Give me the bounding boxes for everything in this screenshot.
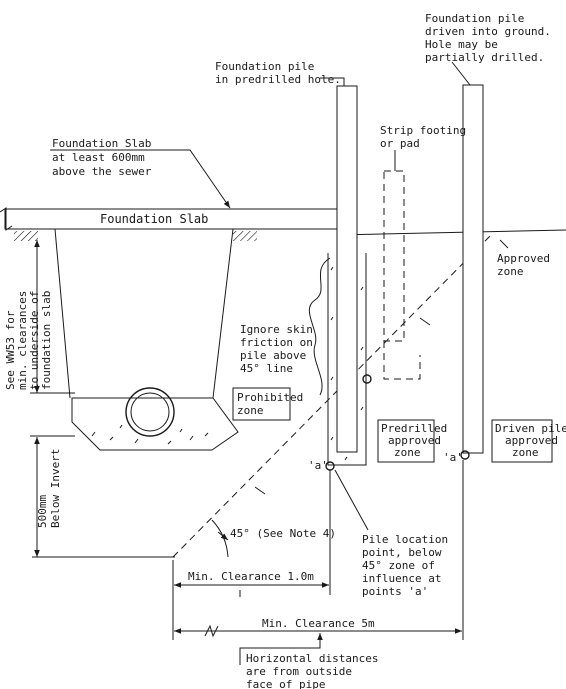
influence-tick-2 bbox=[419, 317, 431, 326]
svg-text:influence at: influence at bbox=[362, 572, 441, 585]
predrilled-pile bbox=[336, 85, 358, 453]
svg-text:45° zone of: 45° zone of bbox=[362, 559, 435, 572]
svg-text:Hole may be: Hole may be bbox=[425, 38, 498, 51]
label-approved-zone: Approved zone bbox=[497, 252, 550, 278]
influence-line-45 bbox=[172, 233, 493, 558]
grout-speckles bbox=[330, 266, 364, 461]
svg-text:Foundation pile: Foundation pile bbox=[425, 12, 524, 25]
svg-text:in predrilled hole.: in predrilled hole. bbox=[215, 73, 341, 86]
svg-text:driven into ground.: driven into ground. bbox=[425, 25, 551, 38]
svg-text:500mm: 500mm bbox=[36, 495, 49, 528]
label-below-invert: 500mm Below Invert bbox=[36, 449, 62, 528]
predrilled-approved-box bbox=[377, 419, 435, 463]
svg-text:foundation slab: foundation slab bbox=[40, 291, 53, 390]
svg-text:approved: approved bbox=[505, 434, 558, 447]
svg-text:zone: zone bbox=[394, 446, 421, 459]
label-predrilled-pile: Foundation pile in predrilled hole. bbox=[215, 60, 341, 86]
svg-text:min. clearances: min. clearances bbox=[16, 291, 29, 390]
svg-text:Foundation Slab: Foundation Slab bbox=[52, 137, 151, 150]
label-driven-pile: Foundation pile driven into ground. Hole… bbox=[425, 12, 551, 64]
svg-text:Strip footing: Strip footing bbox=[380, 124, 466, 137]
svg-text:Foundation pile: Foundation pile bbox=[215, 60, 314, 73]
svg-text:Approved: Approved bbox=[497, 252, 550, 265]
strip-footing-pad bbox=[383, 341, 421, 380]
svg-text:Pile location: Pile location bbox=[362, 533, 448, 546]
svg-text:Prohibited: Prohibited bbox=[237, 391, 303, 404]
slab-break-mark bbox=[0, 207, 13, 231]
sewer-pipe-inner bbox=[130, 392, 170, 432]
svg-text:Below Invert: Below Invert bbox=[49, 449, 62, 528]
label-driven-approved: Driven pile approved zone bbox=[495, 422, 566, 459]
svg-text:are from outside: are from outside bbox=[246, 665, 352, 678]
label-horizontal-note: Horizontal distances are from outside fa… bbox=[246, 652, 378, 689]
prohibited-zone-box bbox=[232, 387, 291, 421]
label-predrilled-approved: Predrilled approved zone bbox=[381, 422, 447, 459]
label-clearance-note: See WW53 for min. clearances to undersid… bbox=[4, 291, 53, 390]
driven-pile bbox=[462, 84, 484, 454]
svg-text:approved: approved bbox=[388, 434, 441, 447]
svg-text:zone: zone bbox=[512, 446, 539, 459]
point-a-driven bbox=[460, 450, 470, 460]
predrilled-hole bbox=[327, 253, 367, 466]
label-prohibited-zone: Prohibited zone bbox=[237, 391, 303, 417]
ground-hatch-left bbox=[14, 231, 38, 241]
svg-text:45° line: 45° line bbox=[240, 362, 293, 375]
svg-text:to underside of: to underside of bbox=[28, 291, 41, 390]
strip-footing bbox=[383, 170, 405, 342]
svg-text:Ignore skin: Ignore skin bbox=[240, 323, 313, 336]
pipe-bedding bbox=[71, 397, 239, 451]
point-a-predrilled-mid bbox=[362, 374, 372, 384]
svg-text:friction on: friction on bbox=[240, 336, 313, 349]
angle-arrow bbox=[217, 531, 229, 541]
trench-wall-left bbox=[54, 228, 71, 399]
label-min-clearance-1m: Min. Clearance 1.0m bbox=[188, 570, 314, 583]
svg-text:pile above: pile above bbox=[240, 349, 306, 362]
svg-text:Predrilled: Predrilled bbox=[381, 422, 447, 435]
svg-text:partially drilled.: partially drilled. bbox=[425, 51, 544, 64]
label-point-a-left: 'a' bbox=[308, 459, 328, 472]
bedding-speckles bbox=[91, 424, 209, 445]
label-pile-location: Pile location point, below 45° zone of i… bbox=[362, 533, 448, 598]
leader-horizontal bbox=[239, 633, 323, 665]
svg-text:at least 600mm: at least 600mm bbox=[52, 151, 145, 164]
svg-text:Driven pile: Driven pile bbox=[495, 422, 566, 435]
skin-friction-brace bbox=[308, 257, 331, 396]
foundation-slab-label: Foundation Slab bbox=[100, 212, 208, 226]
label-slab-note: Foundation Slab at least 600mm above the… bbox=[52, 137, 152, 178]
dim-5m-break bbox=[204, 624, 219, 638]
svg-text:See WW53 for: See WW53 for bbox=[4, 310, 17, 390]
influence-tick-3 bbox=[499, 239, 509, 249]
label-strip-footing: Strip footing or pad bbox=[380, 124, 466, 150]
ground-line-right bbox=[336, 229, 566, 236]
driven-approved-box bbox=[491, 419, 553, 463]
influence-tick-1 bbox=[254, 486, 266, 495]
leader-driven bbox=[451, 61, 471, 86]
trench-wall-right bbox=[212, 228, 234, 399]
sewer-pipe bbox=[125, 387, 175, 437]
svg-text:Horizontal distances: Horizontal distances bbox=[246, 652, 378, 665]
svg-text:points 'a': points 'a' bbox=[362, 585, 428, 598]
svg-text:or pad: or pad bbox=[380, 137, 420, 150]
label-min-clearance-5m: Min. Clearance 5m bbox=[262, 617, 375, 630]
svg-text:zone: zone bbox=[497, 265, 524, 278]
label-skin-friction: Ignore skin friction on pile above 45° l… bbox=[240, 323, 313, 375]
leader-slab bbox=[50, 149, 231, 209]
svg-text:face of pipe: face of pipe bbox=[246, 678, 325, 689]
svg-text:above the sewer: above the sewer bbox=[52, 165, 152, 178]
label-point-a-right: 'a' bbox=[443, 451, 463, 464]
ground-hatch-right bbox=[233, 231, 257, 241]
svg-text:point, below: point, below bbox=[362, 546, 442, 559]
leader-pile-location bbox=[334, 469, 369, 531]
label-angle-note: 45° (See Note 4) bbox=[230, 527, 336, 540]
svg-text:zone: zone bbox=[237, 404, 264, 417]
leader-predrilled bbox=[320, 77, 345, 86]
